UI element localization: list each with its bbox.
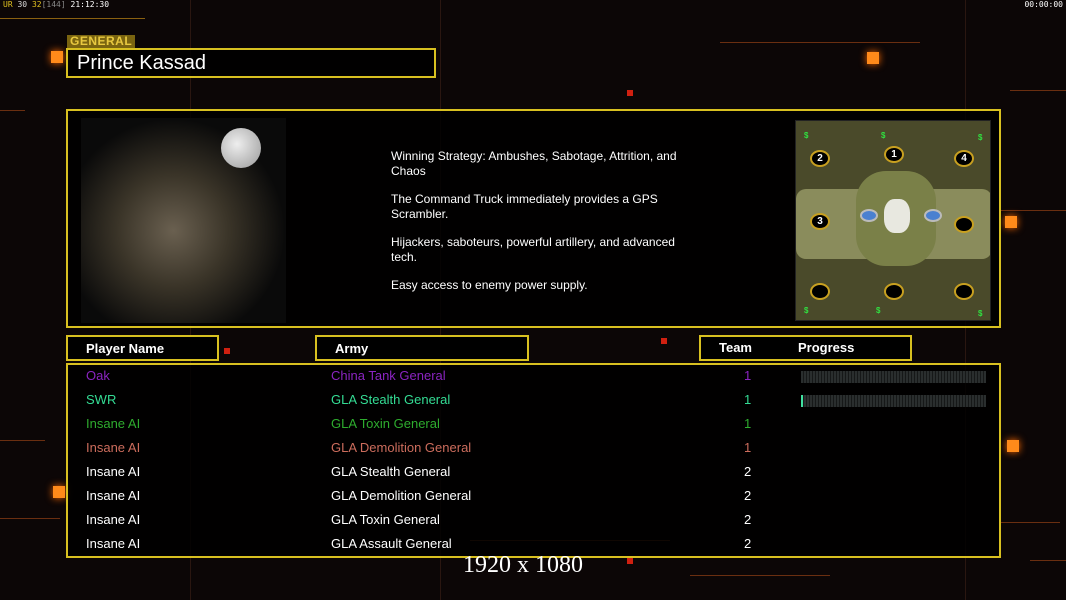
debug-hud: UR 30 32[144] 21:12:30 [3, 0, 109, 9]
player-army: GLA Demolition General [331, 440, 472, 455]
supply-icon: $ [804, 306, 809, 315]
general-info-panel: Winning Strategy: Ambushes, Sabotage, At… [66, 109, 1001, 328]
decor-square [53, 486, 65, 498]
decor-square [51, 51, 63, 63]
header-army: Army [315, 335, 529, 361]
start-position[interactable] [954, 216, 974, 233]
player-army: GLA Demolition General [331, 488, 472, 503]
player-team: 1 [744, 392, 752, 407]
description-line: Winning Strategy: Ambushes, Sabotage, At… [391, 149, 677, 178]
description-line: The Command Truck immediately provides a… [391, 192, 658, 221]
header-team-progress: Team Progress [699, 335, 912, 361]
player-name: Oak [86, 368, 110, 383]
moon-image [221, 128, 261, 168]
start-position[interactable]: 2 [810, 150, 830, 167]
decor-square [627, 90, 633, 96]
decor-square [661, 338, 667, 344]
player-team: 1 [744, 368, 752, 383]
progress-bar [801, 371, 986, 383]
general-name: Prince Kassad [66, 48, 436, 78]
start-position[interactable]: 1 [884, 146, 904, 163]
hud-value: [144] [41, 0, 66, 9]
header-team: Team [719, 340, 752, 355]
player-name: Insane AI [86, 440, 141, 455]
general-portrait [81, 118, 286, 323]
player-army: GLA Stealth General [331, 464, 451, 479]
general-section-label: GENERAL [67, 35, 136, 48]
player-army: GLA Stealth General [331, 392, 451, 407]
supply-icon: $ [876, 306, 881, 315]
supply-icon: $ [881, 131, 886, 140]
header-player-name: Player Name [66, 335, 219, 361]
player-row: Insane AI GLA Demolition General 2 [68, 488, 998, 508]
decor-square [224, 348, 230, 354]
game-clock: 00:00:00 [1024, 0, 1063, 9]
progress-fill [801, 395, 803, 407]
player-row: SWR GLA Stealth General 1 [68, 392, 998, 412]
hud-label: UR [3, 0, 13, 9]
player-name: Insane AI [86, 536, 141, 551]
resolution-label: 1920 x 1080 [463, 552, 583, 578]
decor-square [627, 558, 633, 564]
player-team: 2 [744, 464, 752, 479]
supply-icon: $ [804, 131, 809, 140]
player-name: Insane AI [86, 488, 141, 503]
player-army: GLA Toxin General [331, 512, 440, 527]
start-position[interactable] [954, 283, 974, 300]
player-row: Insane AI GLA Toxin General 1 [68, 416, 998, 436]
hud-value: 32 [31, 0, 42, 9]
general-description: Winning Strategy: Ambushes, Sabotage, At… [391, 149, 721, 307]
player-row: Insane AI GLA Stealth General 2 [68, 464, 998, 484]
player-team: 1 [744, 416, 752, 431]
player-team: 2 [744, 512, 752, 527]
player-row: Insane AI GLA Assault General 2 [68, 536, 998, 556]
description-line: Hijackers, saboteurs, powerful artillery… [391, 235, 675, 264]
hud-value: 30 [17, 0, 28, 9]
player-team: 2 [744, 488, 752, 503]
supply-icon: $ [978, 309, 983, 318]
start-position[interactable] [810, 283, 830, 300]
decor-square [1005, 216, 1017, 228]
player-team: 2 [744, 536, 752, 551]
header-progress: Progress [798, 340, 855, 355]
player-name: SWR [86, 392, 117, 407]
player-team: 1 [744, 440, 752, 455]
map-preview: 1 2 3 4 $ $ $ $ $ $ [795, 120, 991, 321]
player-army: GLA Toxin General [331, 416, 440, 431]
decor-square [867, 52, 879, 64]
hud-time: 21:12:30 [70, 0, 110, 9]
supply-icon: $ [978, 133, 983, 142]
decor-square [1007, 440, 1019, 452]
player-row: Insane AI GLA Demolition General 1 [68, 440, 998, 460]
description-line: Easy access to enemy power supply. [391, 278, 588, 292]
player-row: Insane AI GLA Toxin General 2 [68, 512, 998, 532]
player-army: GLA Assault General [331, 536, 452, 551]
start-position[interactable]: 3 [810, 213, 830, 230]
player-army: China Tank General [331, 368, 446, 383]
player-name: Insane AI [86, 416, 141, 431]
start-position[interactable] [884, 283, 904, 300]
start-position[interactable]: 4 [954, 150, 974, 167]
player-name: Insane AI [86, 512, 141, 527]
progress-bar [801, 395, 986, 407]
player-row: Oak China Tank General 1 [68, 368, 998, 388]
player-name: Insane AI [86, 464, 141, 479]
